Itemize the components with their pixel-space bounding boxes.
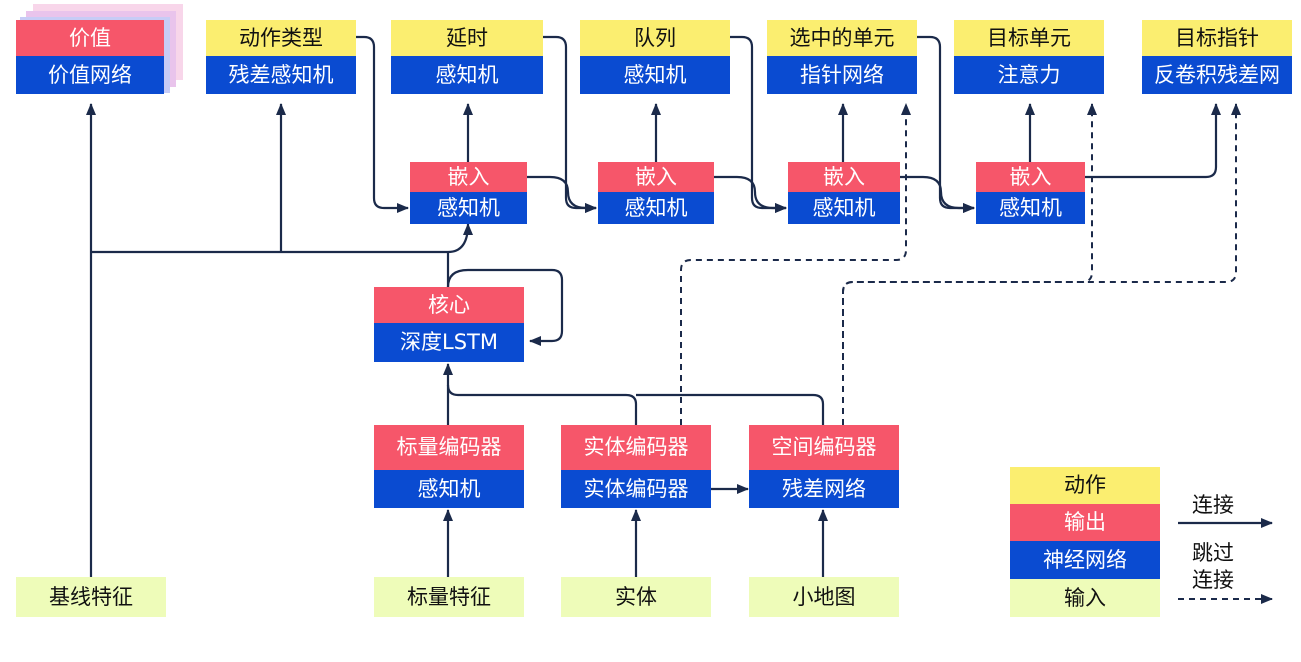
spatial-encoder: 空间编码器 残差网络: [749, 425, 899, 508]
input-entities: 实体: [561, 577, 711, 617]
core-network: 深度LSTM: [374, 323, 524, 362]
target-unit-label: 目标单元: [954, 20, 1104, 56]
legend-network: 神经网络: [1010, 541, 1160, 579]
embed-block-2: 嵌入 感知机: [598, 162, 714, 224]
value-head: 价值 价值网络: [16, 20, 164, 94]
delay-network: 感知机: [391, 56, 543, 94]
target-unit-head: 目标单元 注意力: [954, 20, 1104, 94]
core-output: 核心: [374, 287, 524, 323]
action-type-network: 残差感知机: [206, 56, 356, 94]
embed-3-output: 嵌入: [788, 162, 900, 192]
embed-2-network: 感知机: [598, 192, 714, 224]
embed-block-4: 嵌入 感知机: [976, 162, 1085, 224]
wire-delay-to-embed-2: [543, 35, 597, 213]
skip-entity-to-selected: [680, 103, 911, 425]
target-pointer-head: 目标指针 反卷积残差网: [1142, 20, 1292, 94]
embed-3-network: 感知机: [788, 192, 900, 224]
input-scalar-features: 标量特征: [374, 577, 524, 617]
wire-spatial-to-core: [636, 393, 825, 425]
entity-encoder: 实体编码器 实体编码器: [561, 425, 711, 508]
queue-network: 感知机: [580, 56, 730, 94]
embed-4-output: 嵌入: [976, 162, 1085, 192]
legend-connection-label: 连接: [1192, 493, 1234, 517]
spatial-encoder-output: 空间编码器: [749, 425, 899, 470]
scalar-encoder-network: 感知机: [374, 470, 524, 508]
embed-1-network: 感知机: [410, 192, 527, 224]
action-type-head: 动作类型 残差感知机: [206, 20, 356, 94]
value-network: 价值网络: [16, 56, 164, 94]
target-unit-network: 注意力: [954, 56, 1104, 94]
wire-embed-1-to-embed-2: [527, 175, 597, 213]
selected-units-head: 选中的单元 指针网络: [767, 20, 917, 94]
delay-label: 延时: [391, 20, 543, 56]
queue-head: 队列 感知机: [580, 20, 730, 94]
entity-encoder-output: 实体编码器: [561, 425, 711, 470]
legend-skip-label-line2: 连接: [1192, 568, 1234, 592]
queue-label: 队列: [580, 20, 730, 56]
entity-encoder-network: 实体编码器: [561, 470, 711, 508]
wire-bus-to-embed-1: [447, 223, 473, 254]
legend-input: 输入: [1010, 579, 1160, 617]
legend-output: 输出: [1010, 504, 1160, 541]
wire-selected-to-embed-4: [917, 35, 975, 213]
selected-units-network: 指针网络: [767, 56, 917, 94]
skip-spatial-to-pointer: [842, 103, 1241, 360]
legend-skip-label-line1: 跳过: [1192, 541, 1234, 565]
wire-embed-3-to-embed-4: [900, 175, 975, 213]
delay-head: 延时 感知机: [391, 20, 543, 94]
embed-1-output: 嵌入: [410, 162, 527, 192]
wire-queue-to-embed-3: [730, 35, 787, 213]
wire-lstm-recurrence: [446, 268, 564, 346]
scalar-encoder-output: 标量编码器: [374, 425, 524, 470]
input-minimap: 小地图: [749, 577, 899, 617]
wire-embed-4-to-pointer: [1085, 103, 1221, 179]
legend: 动作 输出 神经网络 输入: [1010, 467, 1160, 617]
target-pointer-network: 反卷积残差网: [1142, 56, 1292, 94]
embed-4-network: 感知机: [976, 192, 1085, 224]
wire-embed-2-to-embed-3: [714, 175, 787, 213]
core-block: 核心 深度LSTM: [374, 287, 524, 362]
input-baseline-features: 基线特征: [16, 577, 166, 617]
spatial-encoder-network: 残差网络: [749, 470, 899, 508]
selected-units-label: 选中的单元: [767, 20, 917, 56]
target-pointer-label: 目标指针: [1142, 20, 1292, 56]
embed-2-output: 嵌入: [598, 162, 714, 192]
embed-block-3: 嵌入 感知机: [788, 162, 900, 224]
action-type-label: 动作类型: [206, 20, 356, 56]
wire-entity-to-core: [446, 384, 638, 425]
value-output: 价值: [16, 20, 164, 56]
embed-block-1: 嵌入 感知机: [410, 162, 527, 224]
skip-spatial-to-target-unit: [842, 103, 1097, 425]
scalar-encoder: 标量编码器 感知机: [374, 425, 524, 508]
wire-action-type-to-embed-1: [356, 35, 409, 213]
legend-action: 动作: [1010, 467, 1160, 504]
